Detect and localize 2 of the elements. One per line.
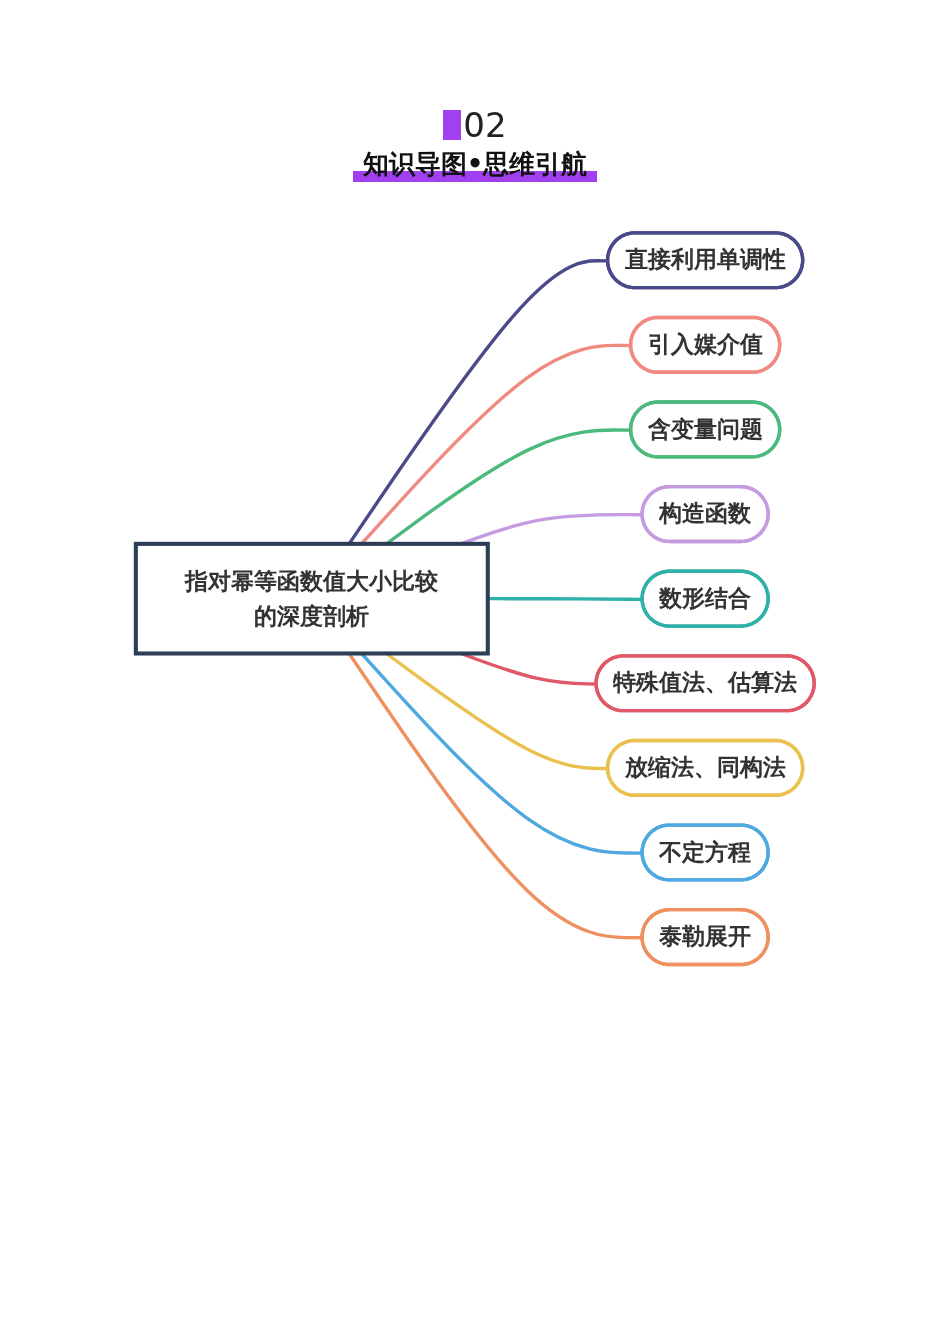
node-box: 指对幂等函数值大小比较的深度剖析 [133,541,490,656]
section-number: 02 [443,110,507,140]
